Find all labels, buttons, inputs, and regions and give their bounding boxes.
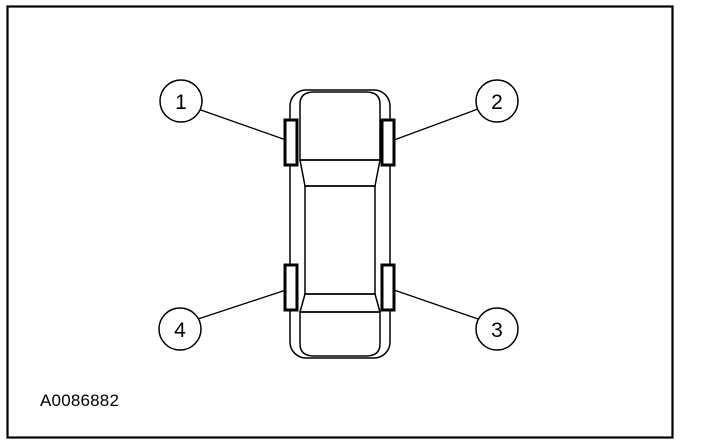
figure-frame xyxy=(6,5,674,439)
callout-3-number: 3 xyxy=(491,319,503,342)
car-body xyxy=(289,89,391,359)
tires xyxy=(283,118,396,312)
tire-rear-right xyxy=(380,263,396,312)
tire-front-right xyxy=(380,118,396,167)
leader-lines xyxy=(197,108,479,320)
callout-1: 1 xyxy=(159,79,203,123)
callout-2-number: 2 xyxy=(491,91,503,114)
callout-3: 3 xyxy=(475,307,519,351)
figure-id-label: A0086882 xyxy=(40,391,120,410)
callout-4: 4 xyxy=(158,307,202,351)
callout-2: 2 xyxy=(475,79,519,123)
tire-rear-left xyxy=(283,263,299,312)
callout-4-number: 4 xyxy=(174,319,186,342)
callout-1-number: 1 xyxy=(175,91,187,114)
tire-front-left xyxy=(283,118,299,167)
